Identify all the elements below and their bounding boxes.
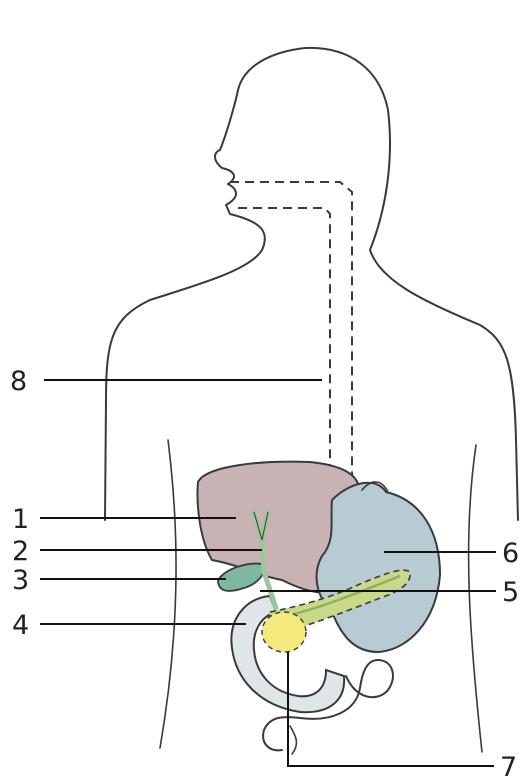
- label-8: 8: [10, 366, 27, 397]
- body-outline: [105, 48, 518, 520]
- torso-right-line: [469, 445, 482, 752]
- intestine-lower-loop: [290, 726, 296, 754]
- stomach: [317, 483, 440, 652]
- label-4: 4: [12, 610, 29, 641]
- label-2: 2: [12, 536, 29, 567]
- torso-left-line: [160, 440, 176, 748]
- gallbladder: [218, 564, 264, 591]
- label-7: 7: [500, 752, 517, 782]
- esophagus: [230, 182, 352, 480]
- duodenum-inner: [262, 612, 306, 652]
- label-6: 6: [502, 538, 519, 569]
- label-1: 1: [12, 504, 29, 535]
- label-3: 3: [12, 565, 29, 596]
- label-5: 5: [502, 577, 519, 608]
